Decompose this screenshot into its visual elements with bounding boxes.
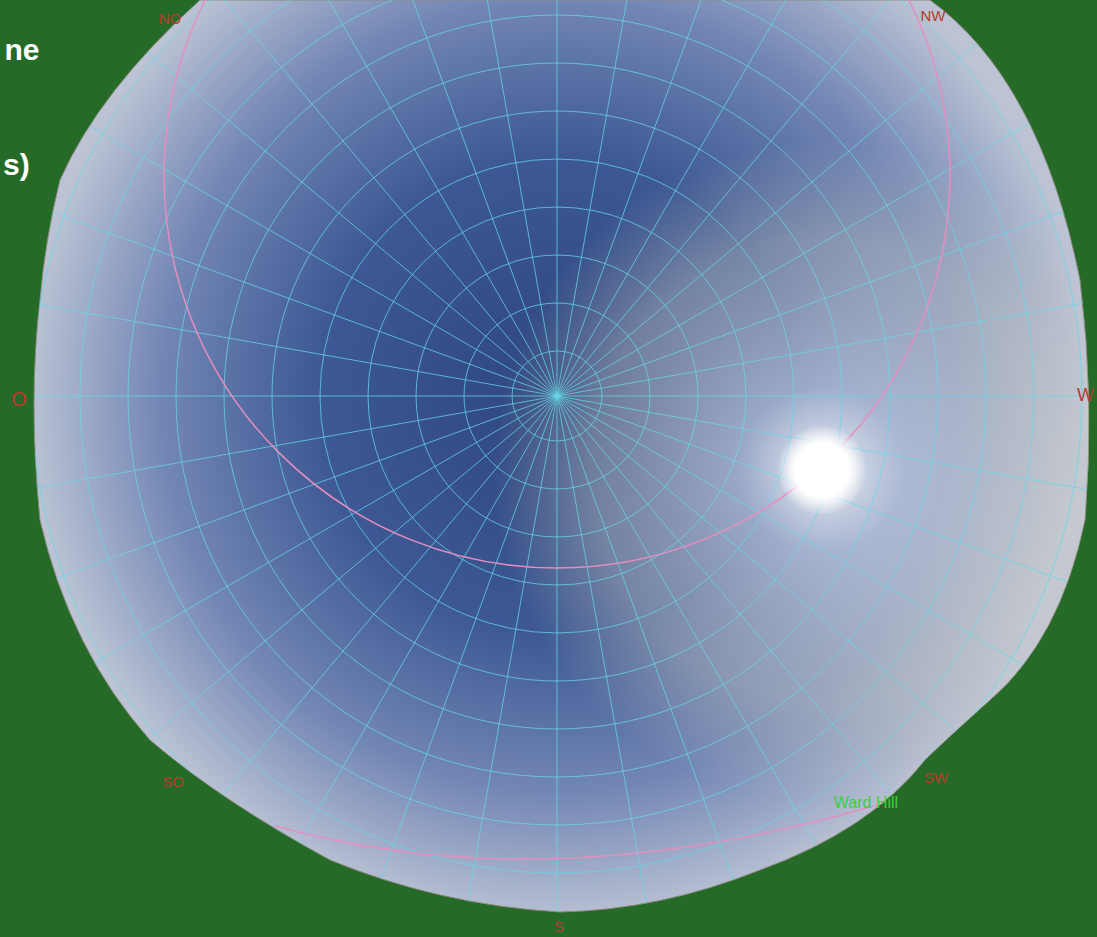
sun (777, 425, 867, 515)
azimuth-line (20, 396, 557, 706)
azimuth-line (82, 0, 557, 396)
azimuth-line (0, 396, 557, 608)
azimuth-line (557, 86, 1094, 396)
azimuth-line (557, 396, 867, 933)
azimuth-line (82, 396, 557, 795)
azimuth-line (557, 396, 1097, 397)
compass-label: NW (921, 7, 946, 24)
azimuth-line (557, 0, 867, 396)
azimuth-line (557, 184, 1097, 396)
azimuth-line (557, 0, 1032, 396)
azimuth-line (557, 396, 769, 937)
azimuth-line (345, 0, 557, 396)
azimuth-line (0, 184, 557, 396)
azimuth-line (20, 86, 557, 396)
azimuth-line (557, 396, 1032, 795)
azimuth-line (557, 396, 956, 871)
azimuth-line (0, 396, 557, 504)
compass-label: SO (162, 773, 184, 790)
azimuth-line (449, 396, 557, 937)
azimuth-line (557, 0, 558, 396)
azimuth-line (247, 0, 557, 396)
compass-label: S (554, 918, 564, 935)
pink-arc (275, 795, 910, 859)
azimuth-line (158, 396, 557, 871)
pink-circle (164, 0, 950, 568)
compass-label: SW (924, 769, 948, 786)
title-fragment: ne (4, 33, 39, 67)
azimuth-line (0, 396, 557, 397)
azimuth-line (557, 288, 1097, 396)
azimuth-line (247, 396, 557, 933)
landmark-label: Ward Hill (834, 794, 898, 812)
azimuth-line (557, 0, 665, 396)
azimuth-line (557, 0, 769, 396)
azimuth-line (557, 396, 558, 937)
azimuth-line (557, 396, 1097, 608)
compass-label: O (11, 388, 27, 411)
azimuth-line (449, 0, 557, 396)
title-fragment: s) (3, 148, 30, 182)
compass-label: NO (159, 10, 182, 27)
azimuth-line (557, 396, 1094, 706)
compass-label: W (1077, 385, 1094, 406)
azimuth-line (0, 288, 557, 396)
